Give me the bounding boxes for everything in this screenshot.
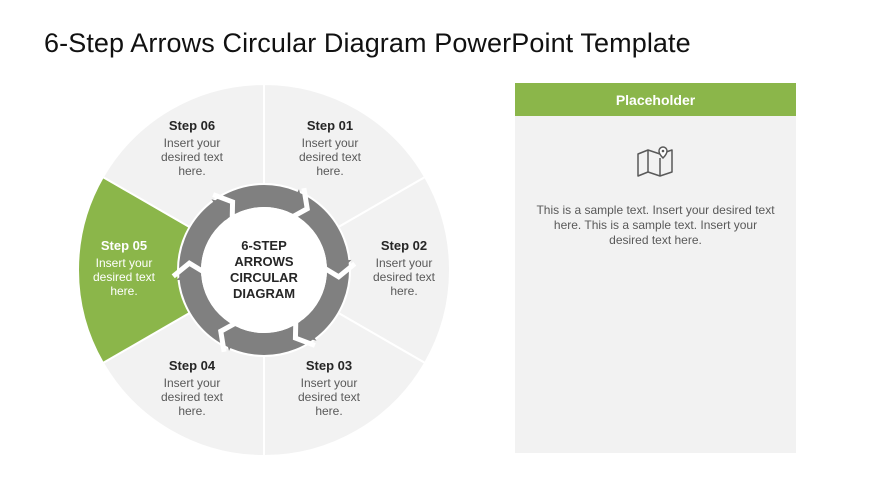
step-text-line: here. xyxy=(315,404,342,418)
map-pin-icon xyxy=(637,146,673,177)
center-label-line: CIRCULAR xyxy=(230,270,298,285)
segment-step-06 xyxy=(101,82,265,229)
segment-step-05 xyxy=(77,175,191,365)
segment-step-03 xyxy=(263,311,427,458)
step-text-line: here. xyxy=(390,284,417,298)
step-text-line: Insert your xyxy=(376,256,433,270)
slide-title: 6-Step Arrows Circular Diagram PowerPoin… xyxy=(44,28,691,58)
ring-arrowhead xyxy=(323,259,352,273)
step-text-line: here. xyxy=(178,164,205,178)
step-text-line: here. xyxy=(110,284,137,298)
step-title: Step 02 xyxy=(381,238,427,253)
step-title: Step 05 xyxy=(101,238,147,253)
ring-arrowhead xyxy=(286,189,304,215)
step-text-line: desired text xyxy=(298,390,361,404)
center-label-line: 6-STEP xyxy=(241,238,287,253)
step-text-line: Insert your xyxy=(96,256,153,270)
step-title: Step 03 xyxy=(306,358,352,373)
center-label-line: DIAGRAM xyxy=(233,286,295,301)
ring-arrowhead xyxy=(224,325,242,351)
panel-header: Placeholder xyxy=(515,83,796,116)
step-title: Step 04 xyxy=(169,358,216,373)
ring-arrowhead xyxy=(298,317,317,341)
step-text-line: Insert your xyxy=(301,376,358,390)
step-title: Step 06 xyxy=(169,118,215,133)
placeholder-panel: Placeholder This is a sample text. Inser… xyxy=(515,83,796,453)
center-label-line: ARROWS xyxy=(234,254,294,269)
step-text-line: desired text xyxy=(299,150,362,164)
step-text-line: here. xyxy=(316,164,343,178)
step-title: Step 01 xyxy=(307,118,353,133)
step-text-line: Insert your xyxy=(164,136,221,150)
ring-arrowhead xyxy=(176,267,205,281)
center-circle xyxy=(201,207,327,333)
segment-step-02 xyxy=(337,175,451,365)
step-text-line: here. xyxy=(178,404,205,418)
step-text-line: desired text xyxy=(93,270,156,284)
step-text-line: Insert your xyxy=(164,376,221,390)
step-text-line: desired text xyxy=(373,270,436,284)
panel-body-text: This is a sample text. Insert your desir… xyxy=(536,203,775,247)
step-text-line: desired text xyxy=(161,390,224,404)
step-text-line: desired text xyxy=(161,150,224,164)
ring-arrowhead xyxy=(211,199,230,223)
step-text-line: Insert your xyxy=(302,136,359,150)
